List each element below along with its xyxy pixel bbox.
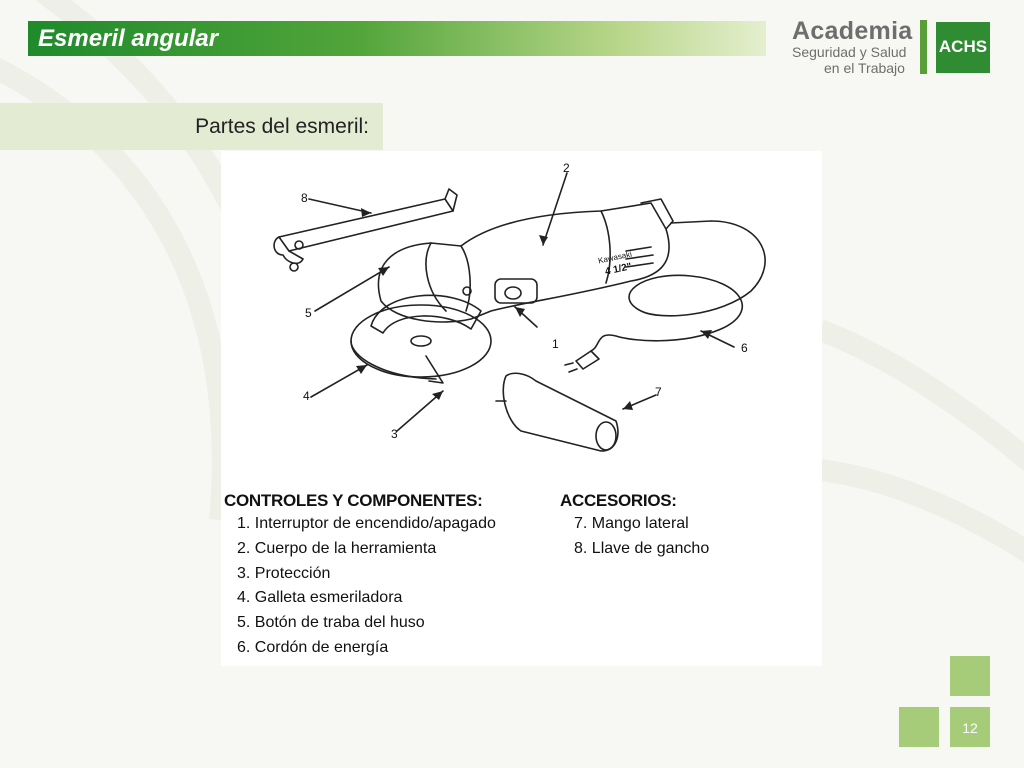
subtitle-box: Partes del esmeril: [0,103,383,150]
accessories-heading: ACCESORIOS: [560,491,677,510]
callout-1: 1 [552,337,559,351]
list-item: 7. Mango lateral [574,515,689,532]
list-item: 4. Galleta esmeriladora [237,589,403,607]
page-number: 12 [962,720,978,736]
logo-badge: ACHS [936,22,990,73]
callout-7: 7 [655,385,662,399]
callout-5: 5 [305,306,312,320]
side-handle-drawing [495,372,619,452]
accessories-list: 7. Mango lateral 8. Llave de gancho [574,512,709,562]
callout-2: 2 [563,161,570,175]
logo-badge-text: ACHS [938,37,988,56]
list-item: 1. Interruptor de encendido/apagado [237,515,496,532]
list-item: 6. Cordón de energía [237,638,389,656]
logo-divider-bar [920,20,927,74]
list-item: 2. Cuerpo de la herramienta [237,539,437,557]
list-item: 3. Protección [237,564,331,582]
title-bar: Esmeril angular [28,21,766,56]
list-item: 8. Llave de gancho [574,539,710,557]
slide-title: Esmeril angular [38,25,219,52]
decor-square-top [950,656,990,696]
page-number-box: 12 [950,707,990,747]
guard-drawing [370,294,482,334]
controls-heading: CONTROLES Y COMPONENTES: [224,491,483,510]
slide-subtitle: Partes del esmeril: [195,115,369,138]
spanner-wrench-drawing [273,188,458,272]
achs-logo: Academia Seguridad y Salud en el Trabajo… [772,14,992,80]
callout-3: 3 [391,427,398,441]
logo-subtitle-line1: Seguridad y Salud [792,44,907,60]
logo-subtitle-line2: en el Trabajo [824,60,905,76]
grinder-figure: 2 1 6 7 8 5 4 3 Kawasaki 4 1/2" CONTROLE… [221,151,822,666]
logo-academia-text: Academia [792,17,913,45]
grinder-illustration [273,172,766,452]
controls-list: 1. Interruptor de encendido/apagado 2. C… [237,512,496,661]
list-item: 5. Botón de traba del huso [237,614,425,632]
grinding-disc-drawing [350,304,492,380]
power-cord-drawing [564,220,766,373]
callout-8: 8 [301,191,308,205]
decor-square-left [899,707,939,747]
grinder-body-drawing [377,198,674,323]
callout-6: 6 [741,341,748,355]
callout-4: 4 [303,389,310,403]
